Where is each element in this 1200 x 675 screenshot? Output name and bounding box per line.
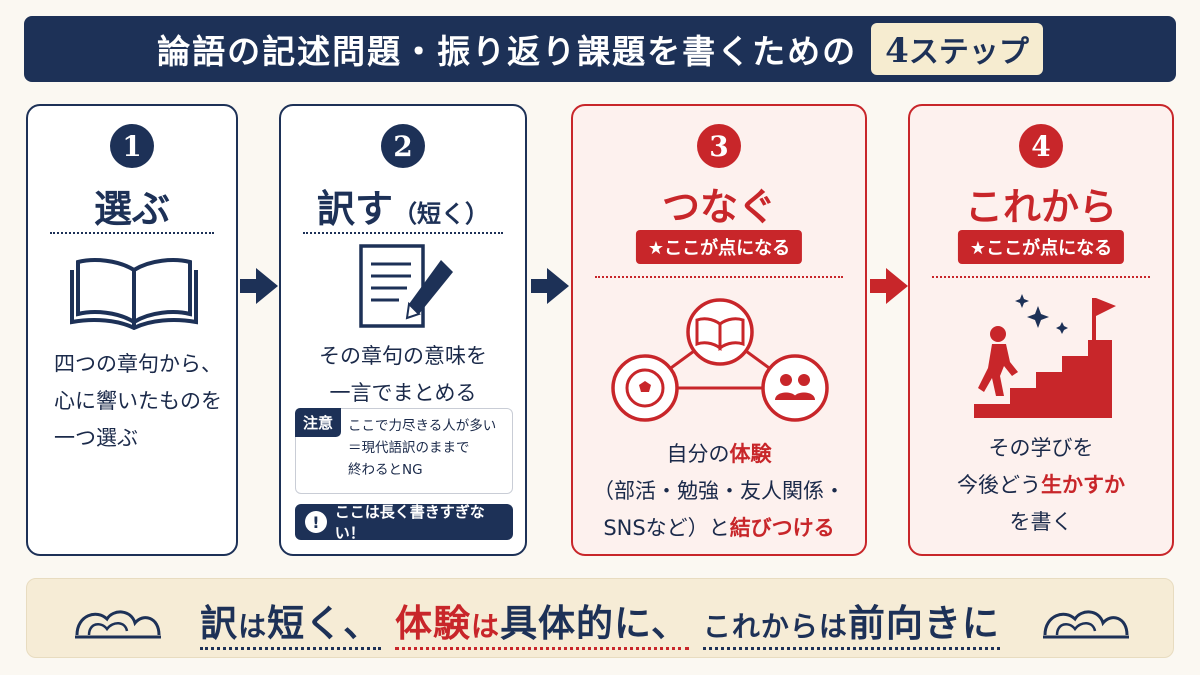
summary-word: 具体的に、 [500, 601, 689, 645]
arrow-right-icon [240, 268, 278, 304]
caution-text: ここで力尽きる人が多い ＝現代語訳のままで 終わるとNG [348, 415, 496, 481]
step-description-1: 四つの章句から、 心に響いたものを 一つ選ぶ [54, 346, 236, 457]
arrow-right-icon [531, 268, 569, 304]
summary-particle: は [238, 610, 268, 643]
desc-line-1: 自分の体験 [573, 436, 865, 473]
summary-word: 短く、 [267, 601, 382, 645]
title-badge: 4ステップ [871, 23, 1043, 75]
arrow-right-icon [870, 268, 908, 304]
points-badge: ★ここが点になる [635, 230, 803, 264]
step-number-3: 3 [697, 124, 741, 168]
title-badge-text: ステップ [908, 35, 1029, 70]
note-line: ＝現代語訳のままで [348, 440, 470, 456]
page-title: 論語の記述問題・振り返り課題を書くための [157, 32, 858, 71]
desc-line: 四つの章句から、 [54, 352, 222, 376]
step-card-3: 3 つなぐ ★ここが点になる 自分の体験 （部活・勉強・友人関係・ SNSなど）… [571, 104, 867, 556]
step-title-2-sub: （短く） [393, 199, 489, 228]
stairs-flag-icon [974, 294, 1116, 418]
connection-icon [611, 298, 829, 422]
document-pen-icon [359, 244, 453, 328]
wave-ornament-icon [75, 610, 161, 639]
desc-text: 自分の [666, 442, 730, 466]
note-line: 終わるとNG [348, 462, 423, 478]
summary-word: 体験 [395, 601, 472, 645]
title-badge-number: 4 [885, 31, 909, 71]
step-title-2-main: 訳す [316, 186, 393, 231]
summary-part: 訳は短く、 [200, 601, 382, 650]
step-card-2: 2 訳す（短く） その章句の意味を 一言でまとめる 注意 ここで力尽きる人が多い… [279, 104, 527, 556]
summary-word: 前向きに [847, 601, 1000, 645]
step-card-1: 1 選ぶ 四つの章句から、 心に響いたものを 一つ選ぶ [26, 104, 238, 556]
step-title-4: これから [964, 184, 1117, 229]
highlight-text: 生かすか [1041, 473, 1125, 497]
desc-line: 心に響いたものを [54, 389, 222, 413]
summary-part: これからは前向きに [702, 601, 1000, 650]
summary-text: 訳は短く、 体験は具体的に、 これからは前向きに [27, 593, 1173, 650]
open-book-icon [70, 258, 198, 330]
desc-line-2: 今後どう生かすか [910, 467, 1172, 504]
summary-particle: は [471, 610, 501, 643]
desc-line-3: SNSなど）と結びつける [573, 510, 865, 547]
summary-word: 訳 [200, 601, 239, 645]
step-description-2: その章句の意味を 一言でまとめる [281, 338, 525, 412]
divider [932, 276, 1150, 278]
desc-line-3: を書く [1009, 510, 1073, 534]
summary-part-highlight: 体験は具体的に、 [395, 601, 689, 650]
desc-line: 一つ選ぶ [54, 426, 138, 450]
step-description-3: 自分の体験 （部活・勉強・友人関係・ SNSなど）と結びつける [573, 436, 865, 547]
step-title-3: つなぐ [661, 184, 776, 229]
note-line: ここで力尽きる人が多い [348, 418, 497, 434]
highlight-text: 体験 [729, 442, 772, 466]
exclamation-icon: ! [305, 511, 327, 533]
desc-line: その章句の意味を [319, 344, 487, 368]
divider [50, 232, 214, 234]
divider [595, 276, 843, 278]
wave-ornament-icon [1043, 610, 1129, 639]
desc-text: SNSなど）と [603, 516, 730, 540]
summary-bar: 訳は短く、 体験は具体的に、 これからは前向きに [26, 578, 1174, 658]
caution-note: 注意 ここで力尽きる人が多い ＝現代語訳のままで 終わるとNG [295, 408, 513, 494]
step-description-4: その学びを 今後どう生かすか を書く [910, 430, 1172, 541]
step-title-1: 選ぶ [93, 186, 170, 231]
highlight-text: 結びつける [729, 516, 835, 540]
step-title-2: 訳す（短く） [281, 178, 525, 233]
step-card-4: 4 これから ★ここが点になる その学びを 今後どう生かすか を書く [908, 104, 1174, 556]
warning-bar: ! ここは長く書きすぎない！ [295, 503, 513, 542]
points-badge: ★ここが点になる [957, 230, 1125, 264]
desc-text: 今後どう [957, 473, 1041, 497]
step-number-2: 2 [381, 124, 425, 168]
caution-label: 注意 [295, 408, 342, 437]
summary-word: これからは [702, 610, 848, 643]
warning-text: ここは長く書きすぎない！ [334, 503, 485, 542]
title-bar: 論語の記述問題・振り返り課題を書くための 4ステップ [24, 16, 1176, 82]
desc-line-1: その学びを [988, 436, 1094, 460]
desc-line-2: （部活・勉強・友人関係・ [593, 479, 845, 503]
divider [303, 232, 503, 234]
step-number-4: 4 [1019, 124, 1063, 168]
desc-line: 一言でまとめる [329, 381, 477, 405]
step-number-1: 1 [110, 124, 154, 168]
